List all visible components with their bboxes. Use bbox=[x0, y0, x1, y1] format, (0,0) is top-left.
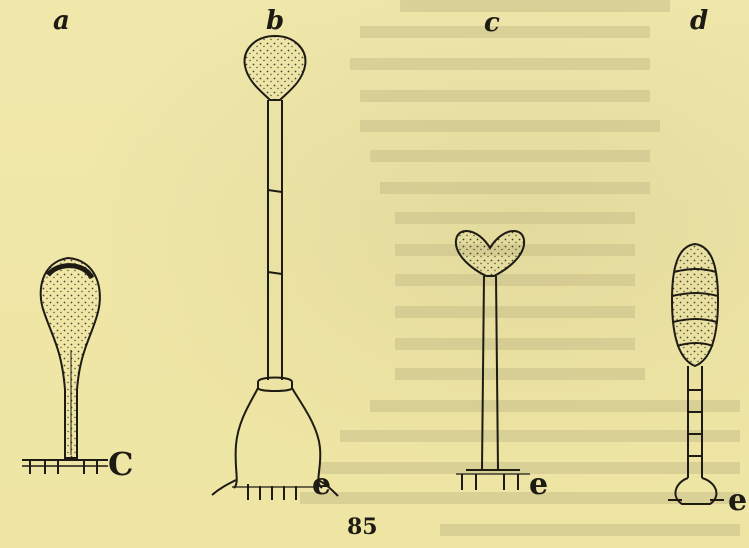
base-mark-a: C bbox=[108, 448, 133, 480]
figure-c-sporangium bbox=[456, 231, 530, 490]
plate-number: 85 bbox=[347, 516, 378, 538]
base-mark-d: e bbox=[728, 486, 747, 516]
figure-b-sporangium bbox=[212, 36, 338, 500]
figure-a-sporangium bbox=[22, 258, 108, 474]
figure-d-sporangium bbox=[668, 244, 724, 504]
base-mark-c: e bbox=[529, 470, 548, 500]
base-mark-b: e bbox=[312, 470, 331, 500]
